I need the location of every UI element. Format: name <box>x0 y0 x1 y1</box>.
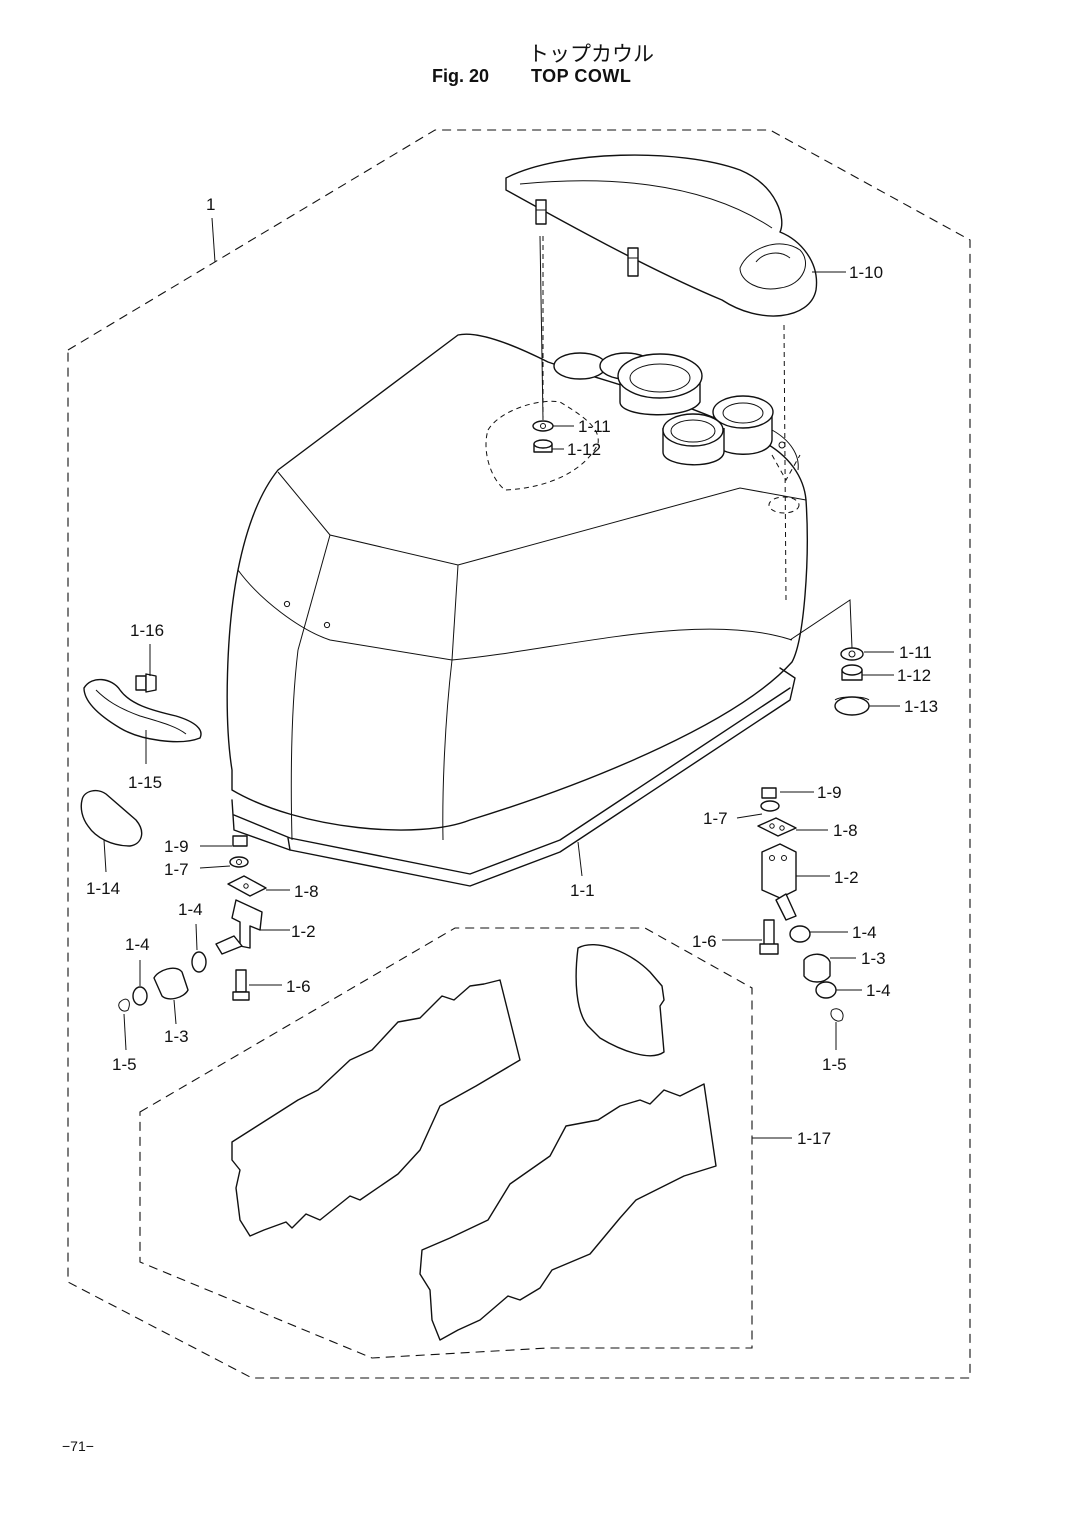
part-screw-1-16 <box>135 673 157 693</box>
right-hook-assembly <box>757 787 844 1022</box>
callout-1-4-right-b: 1-4 <box>866 981 891 1000</box>
part-cover-1-14 <box>80 789 143 847</box>
figure-number: Fig. 20 <box>432 66 490 86</box>
callout-1-5-right: 1-5 <box>822 1055 847 1074</box>
part-seal-rubber <box>231 667 796 887</box>
callout-1-16: 1-16 <box>130 621 164 640</box>
callout-1-2-left: 1-2 <box>291 922 316 941</box>
callout-1-7-left: 1-7 <box>164 860 189 879</box>
callout-1-3-right: 1-3 <box>861 949 886 968</box>
assembly-boundary <box>67 129 971 1379</box>
top-grommet <box>532 420 554 453</box>
page-number: −71− <box>62 1438 94 1454</box>
callout-1-6-right: 1-6 <box>692 932 717 951</box>
figure-title: TOP COWL <box>531 66 632 86</box>
callout-1-9-left: 1-9 <box>164 837 189 856</box>
callout-labels: 1 1-10 1-11 1-12 1-11 1-12 1-13 1-16 1-1… <box>86 195 938 1148</box>
part-handle <box>505 154 818 317</box>
callout-1-12-top: 1-12 <box>567 440 601 459</box>
leader-lines <box>103 217 900 1139</box>
callout-1-11-right: 1-11 <box>899 643 932 662</box>
callout-1-4-left-a: 1-4 <box>178 900 203 919</box>
side-grommet <box>834 647 870 716</box>
callout-1-11-top: 1-11 <box>578 417 611 436</box>
callout-1-9-right: 1-9 <box>817 783 842 802</box>
callout-1-8-left: 1-8 <box>294 882 319 901</box>
insulation-set-boundary <box>139 927 753 1359</box>
insulation-sheets <box>231 944 717 1341</box>
callout-1-15: 1-15 <box>128 773 162 792</box>
callout-1-7-right: 1-7 <box>703 809 728 828</box>
callout-1-4-left-b: 1-4 <box>125 935 150 954</box>
callout-1-14: 1-14 <box>86 879 120 898</box>
callout-1-17: 1-17 <box>797 1129 831 1148</box>
callout-1-4-right-a: 1-4 <box>852 923 877 942</box>
left-hook-assembly <box>118 835 267 1012</box>
callout-1-2-right: 1-2 <box>834 868 859 887</box>
part-seal-rubber-inner <box>233 687 791 875</box>
callout-1-8-right: 1-8 <box>833 821 858 840</box>
callout-1-1: 1-1 <box>570 881 595 900</box>
callout-1: 1 <box>206 195 215 214</box>
callout-1-10: 1-10 <box>849 263 883 282</box>
callout-1-5-left: 1-5 <box>112 1055 137 1074</box>
callout-1-6-left: 1-6 <box>286 977 311 996</box>
callout-1-3-left: 1-3 <box>164 1027 189 1046</box>
callout-1-13: 1-13 <box>904 697 938 716</box>
seal-joint <box>287 837 291 851</box>
figure-title-japanese: トップカウル <box>528 42 654 66</box>
top-cowl-body <box>226 333 808 841</box>
callout-1-12-right: 1-12 <box>897 666 931 685</box>
